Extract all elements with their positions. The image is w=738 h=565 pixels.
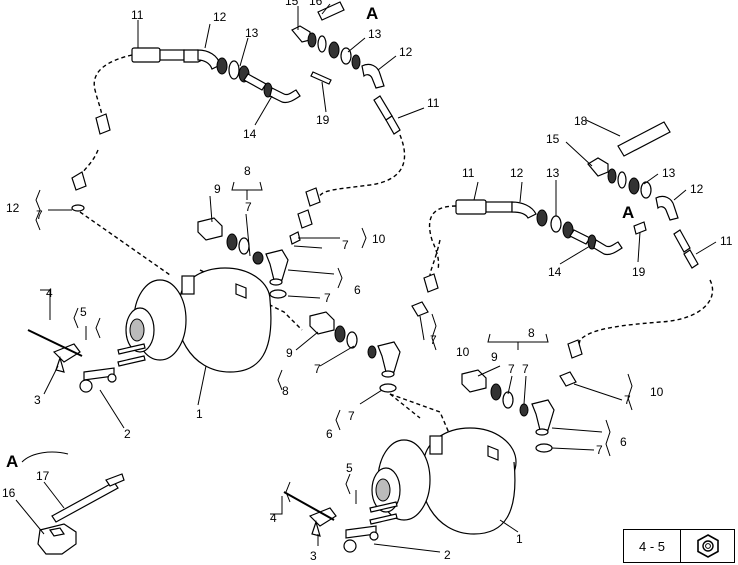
right-hose-assembly xyxy=(428,119,717,341)
callout-1: 1 xyxy=(516,532,523,546)
callout-7: 7 xyxy=(596,443,603,457)
callout-15: 15 xyxy=(546,132,560,146)
left-brake-chamber-group xyxy=(27,211,303,429)
callout-10: 10 xyxy=(456,345,470,359)
callout-7: 7 xyxy=(508,362,515,376)
callout-14: 14 xyxy=(243,127,257,141)
callout-8: 8 xyxy=(244,164,251,178)
callout-6: 6 xyxy=(620,435,627,449)
callout-16: 16 xyxy=(2,486,16,500)
callout-12: 12 xyxy=(510,166,524,180)
callout-6: 6 xyxy=(326,427,333,441)
callout-10: 10 xyxy=(372,232,386,246)
detail-a-marker-top: A xyxy=(366,4,378,23)
middle-valve-callouts: 9 7 8 7 10 6 7 xyxy=(282,333,470,441)
callout-7: 7 xyxy=(522,362,529,376)
callout-13: 13 xyxy=(368,27,382,41)
callout-12: 12 xyxy=(690,182,704,196)
callout-7: 7 xyxy=(430,333,437,347)
callout-19: 19 xyxy=(316,113,330,127)
callout-7: 7 xyxy=(342,238,349,252)
left-valve-callouts: 8 9 7 10 7 6 7 xyxy=(214,164,386,305)
callout-11: 11 xyxy=(427,96,440,110)
detail-a-marker-right: A xyxy=(622,203,634,222)
callout-5: 5 xyxy=(346,461,353,475)
callout-7: 7 xyxy=(624,393,631,407)
callout-13: 13 xyxy=(546,166,560,180)
callout-19: 19 xyxy=(632,265,646,279)
callout-5: 5 xyxy=(80,305,87,319)
callout-16: 16 xyxy=(309,0,323,8)
callout-2: 2 xyxy=(444,548,451,562)
upper-left-hose-assembly xyxy=(35,1,425,231)
callout-7: 7 xyxy=(348,409,355,423)
callout-12: 12 xyxy=(399,45,413,59)
callout-11: 11 xyxy=(462,166,475,180)
detail-a-title: A xyxy=(6,452,18,471)
page-reference-box: 4 - 5 xyxy=(623,529,735,563)
callout-9: 9 xyxy=(286,346,293,360)
callout-14: 14 xyxy=(548,265,562,279)
callout-9: 9 xyxy=(214,182,221,196)
callout-12: 12 xyxy=(213,10,227,24)
callout-7: 7 xyxy=(36,208,43,222)
middle-valve-group xyxy=(277,239,453,441)
callout-3: 3 xyxy=(34,393,41,407)
callout-8: 8 xyxy=(528,326,535,340)
upper-left-callouts: 11 12 13 14 15 16 A 13 12 11 19 12 7 xyxy=(6,0,440,222)
right-brake-callouts: 5 4 3 2 1 xyxy=(270,461,523,563)
callout-11: 11 xyxy=(131,8,144,22)
callout-3: 3 xyxy=(310,549,317,563)
callout-10: 10 xyxy=(650,385,664,399)
callout-4: 4 xyxy=(46,286,53,300)
right-valve-group xyxy=(461,333,633,457)
right-hose-callouts: 18 15 13 12 11 11 12 13 14 19 A xyxy=(462,114,733,279)
left-valve-group xyxy=(197,181,367,299)
detail-a-inset xyxy=(15,451,125,555)
callout-6: 6 xyxy=(354,283,361,297)
callout-9: 9 xyxy=(491,350,498,364)
right-valve-callouts: 8 9 7 7 10 7 6 7 xyxy=(491,326,664,457)
hex-nut-icon xyxy=(681,530,734,562)
callout-11: 11 xyxy=(720,234,733,248)
callout-8: 8 xyxy=(282,384,289,398)
callout-18: 18 xyxy=(574,114,588,128)
callout-4: 4 xyxy=(270,511,277,525)
callout-15: 15 xyxy=(285,0,299,8)
left-brake-callouts: 4 5 3 2 1 xyxy=(34,286,203,441)
callout-13: 13 xyxy=(245,26,259,40)
callout-7: 7 xyxy=(314,362,321,376)
right-brake-chamber-group xyxy=(270,393,519,553)
callout-17: 17 xyxy=(36,469,50,483)
callout-7: 7 xyxy=(324,291,331,305)
detail-a-callouts: A 17 16 xyxy=(2,452,50,500)
callout-13: 13 xyxy=(662,166,676,180)
callout-7: 7 xyxy=(245,200,252,214)
callout-1: 1 xyxy=(196,407,203,421)
callout-2: 2 xyxy=(124,427,131,441)
page-number: 4 - 5 xyxy=(624,530,681,562)
callout-12: 12 xyxy=(6,201,20,215)
